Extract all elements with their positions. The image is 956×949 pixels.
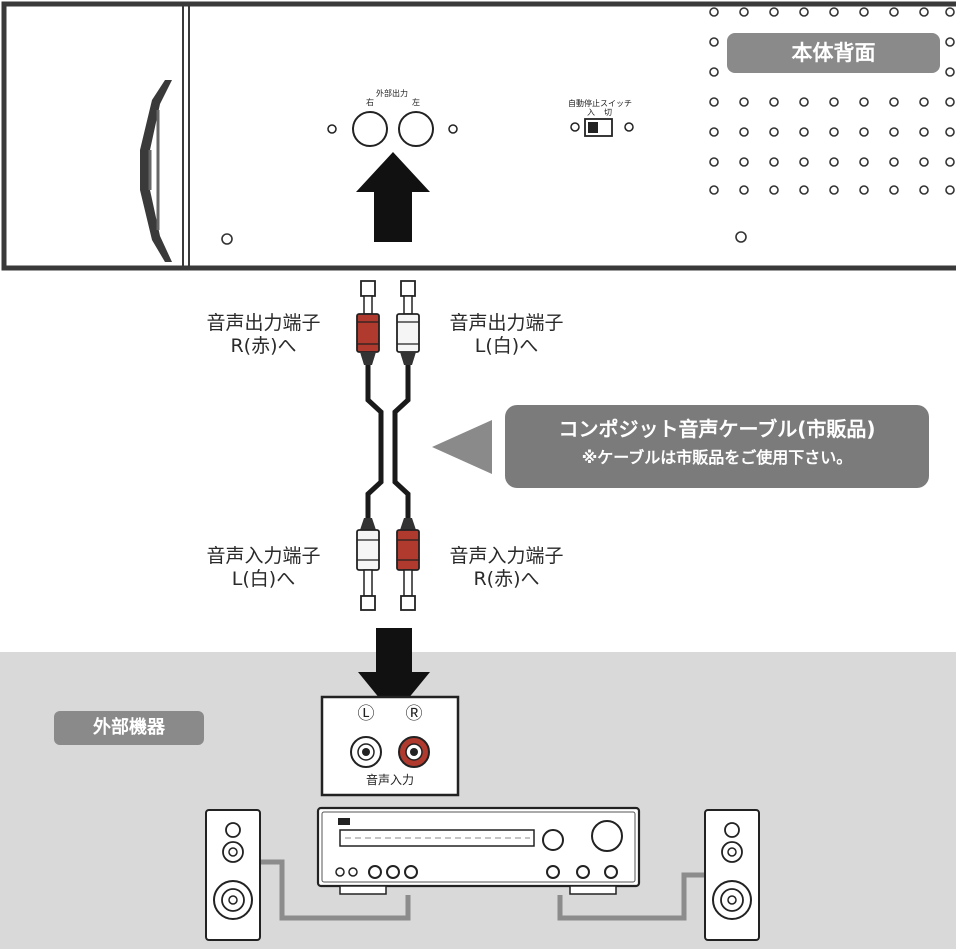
vent-hole [829,127,839,137]
upper-plug-red [356,280,380,365]
vent-hole [945,127,955,137]
vent-hole [889,127,899,137]
vent-hole [769,97,779,107]
vent-holes [709,7,955,195]
speaker-wire-left [258,859,411,921]
audio-input-label: 音声入力 [365,773,414,787]
vent-hole [709,37,719,47]
vent-hole [709,157,719,167]
input-terminal-l-line2: L(白)へ [231,568,296,590]
vent-hole [739,185,749,195]
input-r-mark: Ⓡ [405,704,423,724]
vent-hole [889,185,899,195]
vent-hole [829,157,839,167]
output-terminal-l-line1: 音声出力端子 [449,312,564,334]
vent-hole [919,185,929,195]
input-terminal-l-line1: 音声入力端子 [206,545,321,567]
vent-hole [945,67,955,77]
side-handle [140,80,172,262]
vent-hole [919,127,929,137]
amplifier [316,806,641,895]
vent-hole [945,7,955,17]
vent-hole [769,7,779,17]
vent-hole [709,127,719,137]
audio-input-panel [320,695,460,797]
speaker-left [205,809,261,941]
vent-hole [945,185,955,195]
vent-hole [739,7,749,17]
auto-stop-label: 自動停止スイッチ [568,99,632,108]
up-arrow [356,152,430,242]
vent-hole [919,97,929,107]
vent-hole [889,157,899,167]
output-right-label: 右 [366,98,374,107]
upper-plug-white [396,280,420,365]
vent-hole [769,127,779,137]
switch-off-label: 切 [604,108,612,117]
output-terminal-l-line2: L(白)へ [474,335,539,357]
composite-cable [356,280,420,611]
speaker-wire-right [557,872,705,921]
vent-hole [945,157,955,167]
output-jack-right [352,111,388,147]
vent-hole [829,97,839,107]
vent-hole [859,157,869,167]
vent-hole [945,97,955,107]
vent-hole [799,157,809,167]
vent-hole [769,185,779,195]
external-device-title: 外部機器 [54,711,204,745]
vent-hole [889,7,899,17]
cable-callout-title: コンポジット音声ケーブル(市販品) [558,417,876,441]
output-terminal-r-label: 音声出力端子 R(赤)へ [196,312,331,358]
switch-on-label: 入 [587,108,595,117]
output-left-label: 左 [412,98,420,107]
vent-hole [799,127,809,137]
vent-hole [889,97,899,107]
vent-hole [709,7,719,17]
vent-hole [859,185,869,195]
vent-hole [769,157,779,167]
vent-hole [799,97,809,107]
vent-hole [945,37,955,47]
cable-callout-note: ※ケーブルは市販品をご使用下さい。 [581,448,853,467]
back-panel-title: 本体背面 [727,33,940,73]
down-arrow [358,628,430,716]
cable-callout: コンポジット音声ケーブル(市販品) ※ケーブルは市販品をご使用下さい。 [505,405,929,488]
vent-hole [709,67,719,77]
vent-hole [709,185,719,195]
vent-hole [859,7,869,17]
vent-hole [919,7,929,17]
input-terminal-l-label: 音声入力端子 L(白)へ [196,545,331,591]
vent-hole [829,7,839,17]
external-device-area [0,652,956,949]
vent-hole [859,127,869,137]
vent-hole [859,97,869,107]
vent-hole [739,157,749,167]
input-l-mark: Ⓛ [357,704,375,724]
vent-hole [799,7,809,17]
vent-hole [829,185,839,195]
input-terminal-r-line2: R(赤)へ [473,568,540,590]
input-terminal-r-label: 音声入力端子 R(赤)へ [439,545,574,591]
lower-plug-white [356,518,380,611]
output-jack-left [398,111,434,147]
vent-hole [709,97,719,107]
vent-hole [799,185,809,195]
input-terminal-r-line1: 音声入力端子 [449,545,564,567]
vent-hole [919,157,929,167]
callout-pointer [432,420,492,474]
output-terminal-l-label: 音声出力端子 L(白)へ [439,312,574,358]
vent-hole [739,127,749,137]
output-terminal-r-line1: 音声出力端子 [206,312,321,334]
vent-hole [739,97,749,107]
speaker-right [704,809,760,941]
output-terminal-r-line2: R(赤)へ [230,335,297,357]
lower-plug-red [396,518,420,611]
ext-output-label: 外部出力 [376,89,408,98]
